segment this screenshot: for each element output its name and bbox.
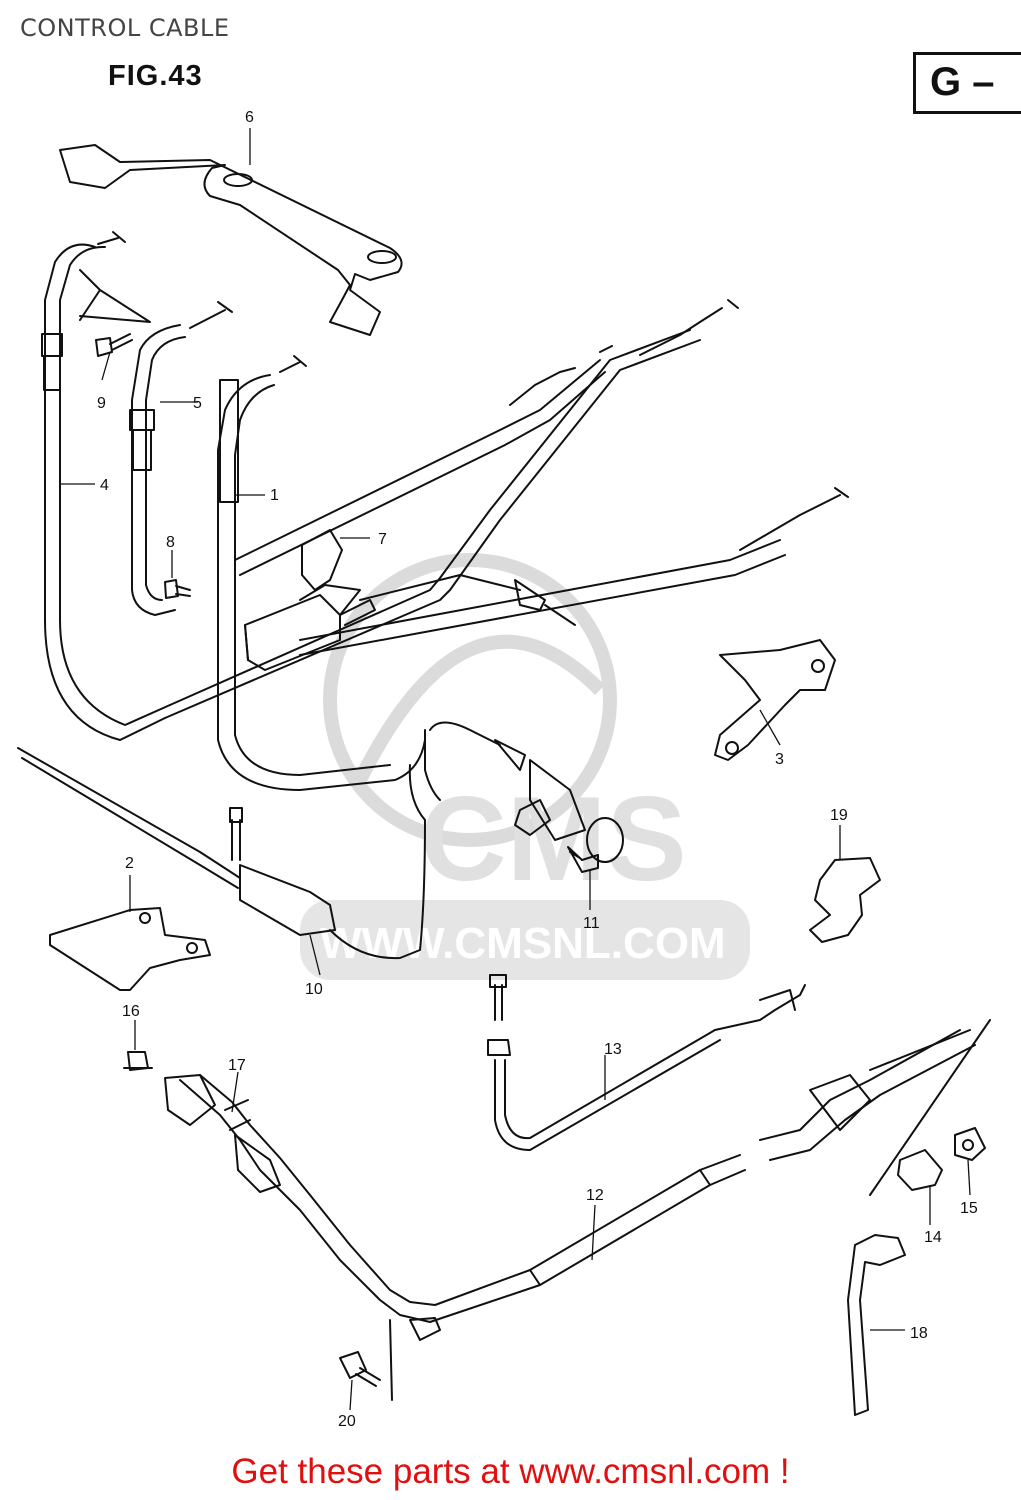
part-number-11: 11: [583, 915, 600, 932]
part-2-bracket: [49, 907, 211, 991]
parts-diagram: CMS WWW.CMSNL.COM: [17, 109, 991, 1430]
long-cables: [164, 299, 849, 719]
part-number-16: 16: [122, 1003, 140, 1020]
bolt-20: [339, 1319, 393, 1401]
cable-10: [17, 747, 426, 960]
part-number-14: 14: [924, 1229, 942, 1246]
cable-4: [41, 231, 171, 741]
junction-unit: [244, 594, 376, 671]
section-code: G –: [930, 60, 995, 104]
part-numbers: 6 5 9 4 1 8 7 3 19 2 11 10 16 13 17 12 1…: [97, 109, 978, 1430]
part-16-17-fittings: [123, 1051, 281, 1193]
cable-1: [217, 355, 426, 791]
part-7-clamp: [299, 529, 361, 616]
cable-13: [487, 974, 806, 1151]
choke-cable: [359, 574, 624, 863]
section-code-box: [913, 52, 1021, 114]
part-number-2: 2: [125, 855, 134, 872]
part-number-10: 10: [305, 981, 323, 998]
part-number-4: 4: [100, 477, 109, 494]
part-19-bracket: [809, 857, 881, 943]
part-18-lever: [847, 1234, 906, 1416]
part-number-18: 18: [910, 1325, 928, 1342]
part-number-15: 15: [960, 1200, 978, 1217]
watermark-url: WWW.CMSNL.COM: [320, 919, 726, 968]
watermark: [300, 553, 750, 980]
part-number-3: 3: [775, 751, 784, 768]
screw-11: [567, 846, 599, 873]
part-number-9: 9: [97, 395, 106, 412]
part-number-17: 17: [228, 1057, 246, 1074]
part-number-19: 19: [830, 807, 848, 824]
bolt-9: [95, 333, 133, 357]
figure-number: FIG.43: [108, 60, 203, 92]
leader-lines: [60, 128, 971, 1411]
part-number-1: 1: [270, 487, 279, 504]
part-3-bracket: [714, 639, 836, 761]
cable-5: [129, 301, 233, 616]
bolt-8: [164, 579, 191, 599]
part-number-12: 12: [586, 1187, 604, 1204]
part-number-5: 5: [193, 395, 202, 412]
cable-12: [179, 1029, 976, 1341]
part-6-bracket: [59, 144, 403, 336]
part-number-8: 8: [166, 534, 175, 551]
part-number-20: 20: [338, 1413, 356, 1430]
part-14-15-fittings: [869, 1019, 991, 1196]
footer-link[interactable]: Get these parts at www.cmsnl.com !: [231, 1452, 790, 1491]
part-number-13: 13: [604, 1041, 622, 1058]
part-number-6: 6: [245, 109, 254, 126]
page-title: CONTROL CABLE: [20, 14, 230, 42]
part-number-7: 7: [378, 531, 387, 548]
